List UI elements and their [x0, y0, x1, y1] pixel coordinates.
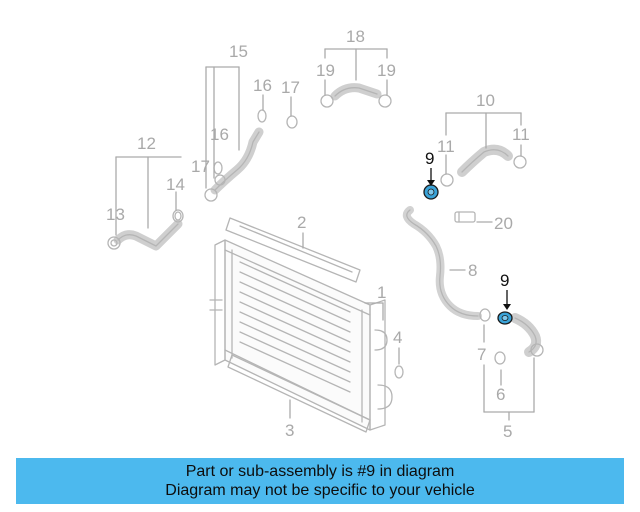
banner-line-2: Diagram may not be specific to your vehi…: [165, 482, 475, 499]
label-6: 6: [496, 385, 505, 404]
label-2: 2: [297, 213, 306, 232]
label-4: 4: [393, 328, 402, 347]
label-11-right: 11: [512, 125, 530, 144]
highlighted-part-9[interactable]: [423, 168, 513, 325]
hose-18: [320, 83, 392, 108]
clamp-14: [174, 211, 182, 221]
label-7: 7: [477, 345, 486, 364]
label-17-left: 17: [191, 157, 210, 176]
label-9-lower: 9: [500, 271, 509, 290]
label-3: 3: [285, 421, 294, 440]
label-15: 15: [229, 42, 248, 61]
label-13: 13: [106, 205, 125, 224]
label-16-left: 16: [210, 125, 229, 144]
label-16-right: 16: [253, 76, 272, 95]
label-11-left: 11: [437, 137, 455, 156]
label-19-right: 19: [377, 61, 396, 80]
label-12: 12: [137, 134, 156, 153]
hose-10: [440, 144, 527, 187]
clamp-4: [394, 365, 404, 379]
pipe-8: [402, 206, 491, 322]
parts-diagram: 1 2 3 4 5 6 7 8 9 9 10 11 11 12 13 14 15…: [106, 27, 544, 441]
clamp-16: [213, 161, 223, 175]
label-5: 5: [503, 422, 512, 441]
hose-12: [107, 209, 184, 251]
label-14: 14: [166, 175, 185, 194]
label-17-right: 17: [281, 78, 300, 97]
strip-lower: [227, 354, 371, 433]
hose-15: [204, 109, 298, 202]
label-1: 1: [377, 283, 386, 302]
strip-upper: [225, 217, 361, 283]
sensor-20: [454, 211, 476, 223]
label-19-left: 19: [316, 61, 335, 80]
hose-5: [494, 313, 544, 365]
label-20: 20: [494, 214, 513, 233]
banner-line-1: Part or sub-assembly is #9 in diagram: [185, 463, 455, 480]
label-8: 8: [468, 261, 477, 280]
label-10: 10: [476, 91, 495, 110]
label-18: 18: [346, 27, 365, 46]
label-9-upper: 9: [425, 149, 434, 168]
intercooler-core: [209, 239, 393, 431]
info-banner: Part or sub-assembly is #9 in diagram Di…: [16, 458, 624, 504]
leader-lines: [115, 48, 535, 421]
